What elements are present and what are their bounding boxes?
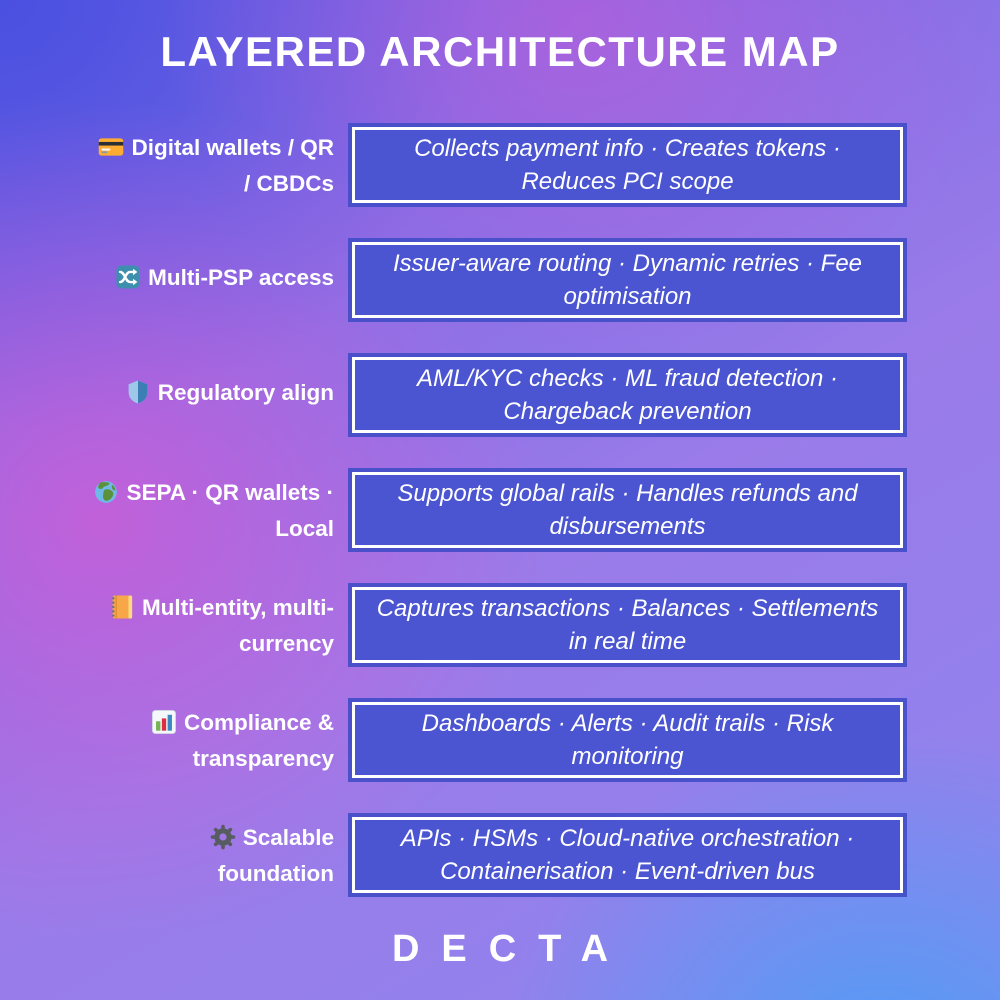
layer-label-text: Multi-entity, multi- currency [141, 594, 334, 656]
bar-chart-icon [151, 709, 177, 743]
layer-label-text: Digital wallets / QR / CBDCs [131, 134, 334, 196]
layer-box: Issuer-aware routing · Dynamic retries ·… [352, 242, 903, 318]
layer-box: AML/KYC checks · ML fraud detection · Ch… [352, 357, 903, 433]
layer-description: AML/KYC checks · ML fraud detection · Ch… [416, 365, 839, 425]
layer-label: Compliance & transparency [92, 698, 334, 782]
layer-box: Dashboards · Alerts · Audit trails · Ris… [352, 702, 903, 778]
layer-description: APIs · HSMs · Cloud-native orchestration… [400, 825, 855, 885]
layer-box: APIs · HSMs · Cloud-native orchestration… [352, 817, 903, 893]
layer-box: Collects payment info · Creates tokens ·… [352, 127, 903, 203]
layer-row-regulatory: Regulatory align AML/KYC checks · ML fra… [92, 353, 907, 437]
gear-icon [210, 824, 236, 858]
layer-row-ledger: Multi-entity, multi- currency Captures t… [92, 583, 907, 667]
layer-description: Dashboards · Alerts · Audit trails · Ris… [421, 710, 834, 770]
layer-label: Regulatory align [92, 353, 334, 437]
layer-row-foundation: Scalable foundation APIs · HSMs · Cloud-… [92, 813, 907, 897]
architecture-layers: Digital wallets / QR / CBDCs Collects pa… [0, 123, 1000, 897]
layer-label-text: SEPA · QR wallets · Local [126, 479, 334, 541]
layer-row-sepa-rails: SEPA · QR wallets · Local Supports globa… [92, 468, 907, 552]
shuffle-icon [115, 264, 141, 298]
layer-label: Multi-entity, multi- currency [92, 583, 334, 667]
layer-box: Supports global rails · Handles refunds … [352, 472, 903, 548]
layer-box: Captures transactions · Balances · Settl… [352, 587, 903, 663]
ledger-icon [109, 594, 135, 628]
layer-label: Multi-PSP access [92, 238, 334, 322]
layer-label-text: Compliance & transparency [183, 709, 334, 771]
layer-label-text: Multi-PSP access [148, 265, 334, 290]
layer-description: Collects payment info · Creates tokens ·… [414, 135, 841, 195]
shield-icon [125, 379, 151, 413]
layer-label-text: Scalable foundation [217, 824, 334, 886]
layer-row-digital-wallets: Digital wallets / QR / CBDCs Collects pa… [92, 123, 907, 207]
layer-row-compliance: Compliance & transparency Dashboards · A… [92, 698, 907, 782]
credit-card-icon [98, 134, 124, 168]
layer-description: Issuer-aware routing · Dynamic retries ·… [392, 250, 863, 310]
layer-label: Scalable foundation [92, 813, 334, 897]
layer-label-text: Regulatory align [157, 380, 334, 405]
layer-label: SEPA · QR wallets · Local [92, 468, 334, 552]
layer-label: Digital wallets / QR / CBDCs [92, 123, 334, 207]
decta-logo: DECTA [391, 928, 631, 970]
layer-row-multi-psp: Multi-PSP access Issuer-aware routing · … [92, 238, 907, 322]
page-title: LAYERED ARCHITECTURE MAP [160, 28, 840, 75]
layer-description: Captures transactions · Balances · Settl… [376, 595, 879, 655]
globe-icon [93, 479, 119, 513]
layer-description: Supports global rails · Handles refunds … [397, 480, 858, 540]
